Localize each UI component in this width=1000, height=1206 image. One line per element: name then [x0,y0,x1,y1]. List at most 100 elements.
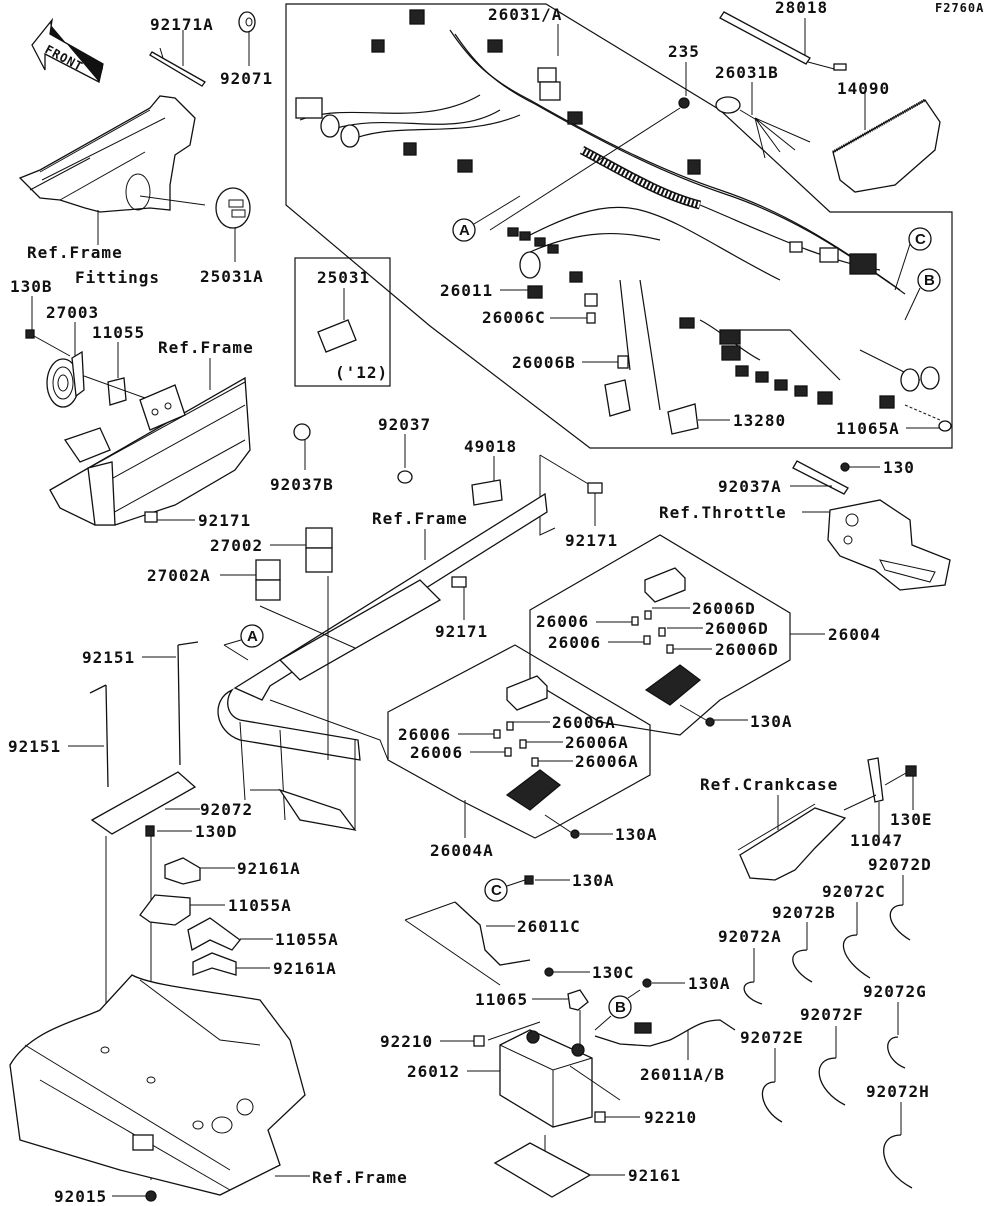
label-ref-frame-fittings-2: Fittings [75,268,160,287]
part-26011AB-cable [594,1019,736,1047]
label-11065A: 11065A [836,419,900,438]
label-26006B: 26006B [512,353,576,372]
label-92161A-2: 92161A [273,959,337,978]
band-92072F [818,1057,846,1106]
svg-text:A: A [247,628,258,645]
part-130A-bolt-2 [570,829,580,839]
label-ref-frame-horn: Ref.Frame [158,338,254,357]
lower-frame [9,974,306,1196]
label-26006D-3: 26006D [715,640,779,659]
part-92161A-1 [164,857,201,885]
part-26012-battery [499,1029,593,1128]
label-130A-1: 130A [750,712,793,731]
label-130A-2: 130A [615,825,658,844]
label-26011C: 26011C [517,917,581,936]
part-28018 [719,11,847,71]
band-92072E [761,1081,783,1123]
svg-text:B: B [924,272,935,289]
label-92171A: 92171A [150,15,214,34]
label-26006A-3: 26006A [575,752,639,771]
label-92037A: 92037A [718,477,782,496]
harness-bounding-box [285,3,953,449]
part-26031A-main-harness [295,9,940,417]
label-92072H: 92072H [866,1082,930,1101]
part-11047-bracket [867,757,884,803]
label-130D: 130D [195,822,238,841]
label-92151-1: 92151 [82,648,135,667]
label-92037B: 92037B [270,475,334,494]
part-fuse-box-26004 [631,567,702,706]
rear-frame-tube [217,492,548,831]
label-13280: 13280 [733,411,786,430]
label-28018: 28018 [775,0,828,17]
label-ref-frame-fittings-1: Ref.Frame [27,243,123,262]
label-92171-left: 92171 [198,511,251,530]
label-27002A: 27002A [147,566,211,585]
part-92072-plate [90,771,197,835]
part-14090 [832,92,941,193]
band-92072B [792,949,813,983]
callout-B-top: B [904,268,941,321]
frame-front-crossmember [49,376,251,526]
label-130A-4: 130A [688,974,731,993]
svg-text:C: C [491,882,502,899]
part-25031 [317,319,357,353]
part-92171-mid [451,576,467,620]
label-92072: 92072 [200,800,253,819]
label-11047: 11047 [850,831,903,850]
part-92171A [149,30,206,87]
label-130: 130 [883,458,915,477]
part-92161A-2 [192,952,237,976]
part-92071 [238,11,256,66]
part-11055A-1 [139,894,191,926]
throttle-body [827,499,951,591]
part-26011C-cable [454,901,531,966]
label-27002: 27002 [210,536,263,555]
part-92151-rod-right [177,641,199,766]
label-14090: 14090 [837,79,890,98]
part-49018 [471,479,503,506]
label-26011AB: 26011A/B [640,1065,725,1084]
part-92161-pad [493,1142,592,1198]
label-26012: 26012 [407,1062,460,1081]
label-92072G: 92072G [863,982,927,1001]
part-92037A [792,460,849,495]
callout-C-bottom: C [484,878,526,902]
part-130C-bolt [544,967,554,977]
part-92210-1 [473,1035,485,1047]
frame-rail-small [539,454,603,536]
label-11065: 11065 [475,990,528,1009]
part-92171-clip-left [144,511,195,523]
svg-text:B: B [615,999,626,1016]
box-26004 [529,534,791,736]
part-26011 [527,285,543,299]
part-92037 [397,470,413,484]
part-25031A [215,187,251,262]
label-92210-1: 92210 [380,1032,433,1051]
front-arrow-icon: FRONT [31,17,104,83]
label-92037: 92037 [378,415,431,434]
part-11055 [107,377,127,406]
label-ref-throttle: Ref.Throttle [659,503,787,522]
label-ref-frame-mid: Ref.Frame [372,509,468,528]
part-11065A [938,420,952,432]
label-130E: 130E [890,810,933,829]
label-26006-a1: 26006 [398,725,451,744]
label-26004: 26004 [828,625,881,644]
diagram-code: F2760A [935,1,984,15]
part-130A-bolt-3 [524,875,534,885]
part-27002A-relay [255,559,356,649]
label-92161: 92161 [628,1166,681,1185]
svg-text:A: A [459,222,470,239]
label-25031A: 25031A [200,267,264,286]
part-fuse-box-26004A [493,675,562,811]
label-26004A: 26004A [430,841,494,860]
callout-A-top: A [452,195,521,242]
part-130E-bolt [905,765,917,777]
label-11055: 11055 [92,323,145,342]
label-92072D: 92072D [868,855,932,874]
label-26006A-1: 26006A [552,713,616,732]
label-27003: 27003 [46,303,99,322]
part-130-bolt [840,462,850,472]
label-92161A-1: 92161A [237,859,301,878]
